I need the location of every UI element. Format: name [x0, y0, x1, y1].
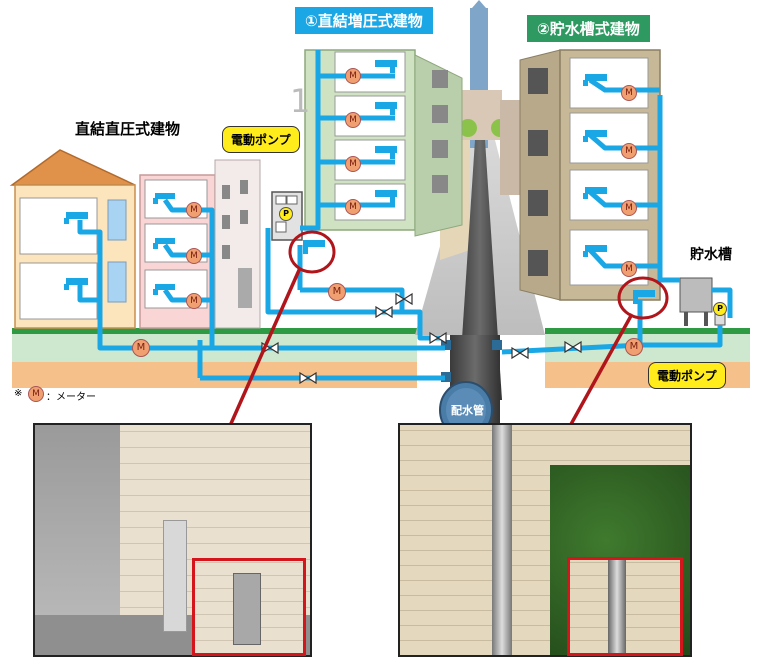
photo-left-inset	[192, 558, 306, 656]
meter-icon: M	[345, 68, 361, 84]
faucet-post	[163, 520, 187, 632]
photo-right-inset	[567, 557, 683, 656]
building2-badge: ②貯水槽式建物	[527, 15, 650, 42]
meter-icon: M	[132, 339, 150, 357]
legend-prefix: ※	[14, 388, 23, 399]
valves	[261, 292, 582, 385]
meter-icon: M	[625, 338, 643, 356]
inset-faucet	[233, 573, 261, 645]
meter-icon: M	[621, 143, 637, 159]
pump-callout-left: 電動ポンプ	[222, 126, 300, 153]
floor-number: 1	[290, 82, 311, 120]
direct-pressure-building	[9, 149, 261, 329]
pump-callout-right: 電動ポンプ	[648, 362, 726, 389]
main-pipe	[439, 140, 502, 439]
meter-icon: M	[186, 202, 202, 218]
main-pipe-label: 配水管	[451, 404, 484, 417]
meter-icon: M	[186, 293, 202, 309]
meter-icon: M	[328, 283, 346, 301]
meter-icon: M	[621, 200, 637, 216]
booster-building	[271, 49, 463, 241]
faucets	[64, 60, 655, 304]
meter-icon: M	[345, 112, 361, 128]
inset-pipe	[608, 560, 626, 653]
pump-icon: P	[279, 207, 293, 221]
pump-icon: P	[713, 302, 727, 316]
meter-icon: M	[345, 156, 361, 172]
meter-icon: M	[621, 85, 637, 101]
meter-icon: M	[186, 248, 202, 264]
direct-building-label: 直結直圧式建物	[75, 120, 181, 138]
tank-label: 貯水槽	[690, 247, 732, 263]
legend-text: ：メーター	[46, 392, 96, 403]
building1-badge: ①直結増圧式建物	[295, 7, 433, 34]
meter-icon: M	[345, 199, 361, 215]
legend-meter-icon: M	[28, 386, 44, 402]
meter-icon: M	[621, 261, 637, 277]
standpipe	[492, 425, 512, 655]
